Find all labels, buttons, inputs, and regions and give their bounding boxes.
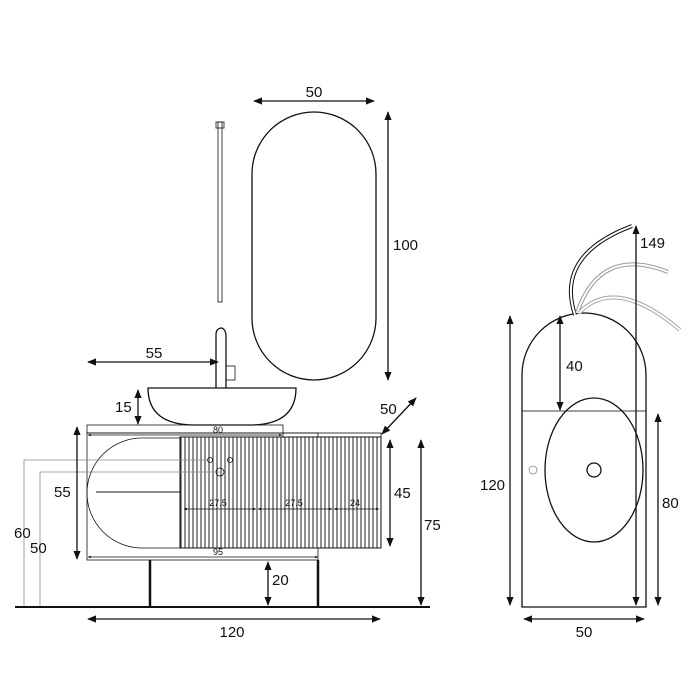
- dim-side-total-height: 149: [640, 235, 665, 252]
- dim-side-basin-depth: 40: [566, 358, 583, 375]
- side-view: 149 40 120 80 50: [480, 224, 682, 641]
- drain: [586, 462, 602, 478]
- towel-bar: [217, 121, 223, 303]
- dim-drawer-height: 45: [394, 485, 411, 502]
- dim-side-width: 50: [576, 624, 593, 641]
- dim-side-mirror-height: 120: [480, 477, 505, 494]
- dim-drawer-2: 27.5: [285, 498, 303, 508]
- dim-drawer-3: 24: [350, 498, 360, 508]
- dim-mirror-width: 50: [306, 84, 323, 101]
- dim-top-width: 80: [213, 425, 223, 435]
- vessel-basin: [147, 387, 297, 426]
- dim-body-width: 95: [213, 547, 223, 557]
- dim-drawer-1: 27.5: [209, 498, 227, 508]
- dim-basin-height: 15: [115, 399, 132, 416]
- side-basin: [544, 397, 644, 543]
- side-cabinet: [521, 410, 647, 608]
- dim-cabinet-height: 55: [54, 484, 71, 501]
- dim-side-cabinet-height: 80: [662, 495, 679, 512]
- dim-basin-offset: 55: [146, 345, 163, 362]
- dim-pipe-height-2: 50: [30, 540, 47, 557]
- dim-leg-height: 20: [272, 572, 289, 589]
- faucet: [215, 327, 236, 388]
- dim-total-height: 75: [424, 517, 441, 534]
- front-view: 50 100 55 15 50 80 27.5 27.5 24 95 55 45…: [14, 84, 441, 641]
- countertop: [86, 424, 284, 434]
- fluted-drawers: [179, 436, 382, 549]
- dim-pipe-height-1: 60: [14, 525, 31, 542]
- dim-total-width: 120: [219, 624, 244, 641]
- faucet-spout-arcs: [569, 224, 682, 332]
- side-mirror-arch: [521, 312, 647, 608]
- dim-depth: 50: [380, 401, 397, 418]
- dim-mirror-height: 100: [393, 237, 418, 254]
- mirror: [251, 111, 377, 381]
